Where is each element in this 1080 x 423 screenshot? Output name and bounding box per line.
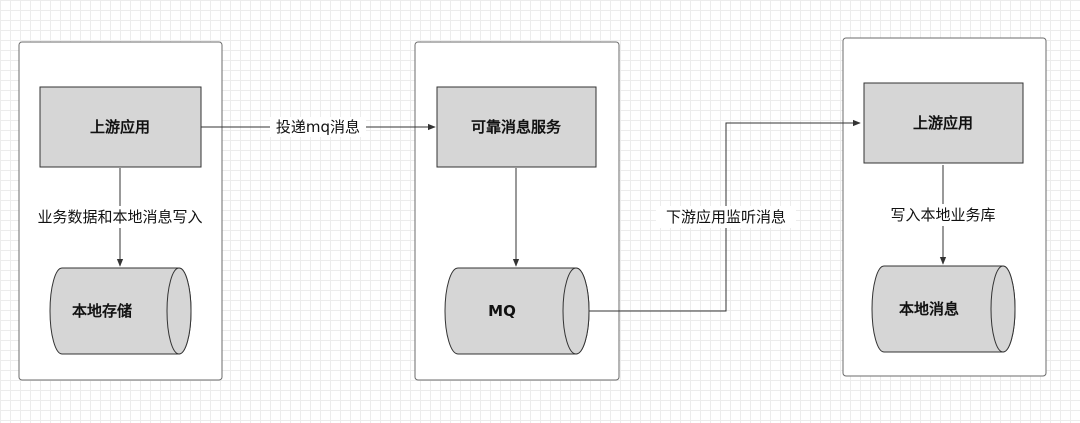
left-write-label: 业务数据和本地消息写入: [37, 208, 202, 226]
listen-label-bg: [656, 206, 796, 228]
left-write-label-bg: [24, 206, 216, 228]
local-message-cylinder[interactable]: [871, 265, 1016, 353]
upstream-app-box[interactable]: [39, 86, 202, 168]
local-storage-cylinder[interactable]: [49, 267, 192, 355]
deliver-label-bg: [270, 117, 366, 137]
local-storage-label: 本地存储: [72, 302, 132, 320]
reliable-message-service-label: 可靠消息服务: [471, 118, 562, 136]
upstream-app-label: 上游应用: [90, 118, 150, 136]
right-write-label: 写入本地业务库: [890, 206, 995, 224]
deliver-mq-label: 投递mq消息: [276, 118, 360, 136]
right-write-label-bg: [882, 204, 1004, 226]
downstream-app-label: 上游应用: [913, 114, 973, 132]
mq-label: MQ: [488, 302, 516, 320]
downstream-app-box[interactable]: [863, 82, 1024, 164]
local-message-label: 本地消息: [899, 300, 959, 318]
mq-cylinder[interactable]: [444, 267, 590, 355]
listen-label: 下游应用监听消息: [666, 208, 786, 226]
reliable-message-service-box[interactable]: [436, 86, 597, 168]
